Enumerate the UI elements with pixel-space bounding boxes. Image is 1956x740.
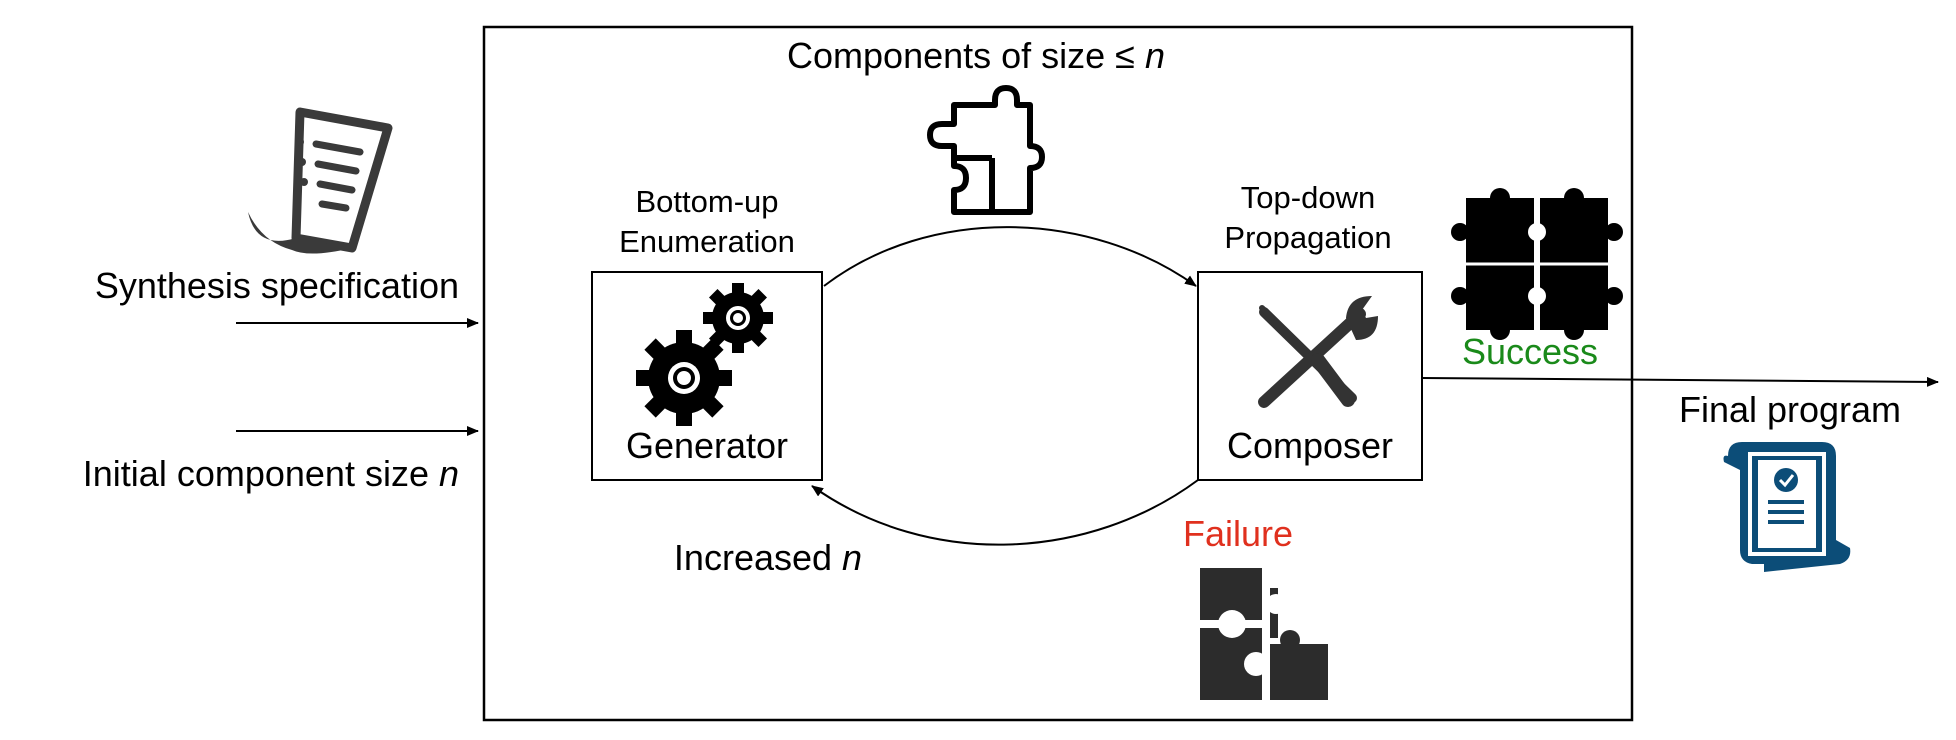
composer-label: Composer (1226, 425, 1394, 466)
composer-title-line1: Top-down (1240, 180, 1376, 215)
final-program-label: Final program (1678, 389, 1902, 430)
composer-box (1197, 271, 1423, 481)
success-label: Success (1461, 331, 1599, 372)
increased-n-label: Increased n (673, 537, 863, 578)
synthesis-specification-label: Synthesis specification (94, 265, 459, 306)
puzzle-piece-outline-icon (927, 85, 1045, 215)
generator-label: Generator (625, 425, 789, 466)
output-arrow (1421, 376, 1939, 387)
puzzle-failure-icon (1200, 568, 1328, 700)
certified-program-icon (1723, 442, 1851, 572)
increased-n-arrow (811, 479, 1199, 546)
composer-title-line2: Propagation (1224, 220, 1392, 255)
components-of-size-label: Components of size ≤ n (787, 35, 1165, 76)
tools-icon (1258, 296, 1378, 408)
specification-document-icon (248, 107, 393, 254)
generator-title-line2: Enumeration (619, 224, 795, 259)
gears-icon (636, 283, 773, 426)
generator-box (591, 271, 823, 481)
synthesizer-frame (482, 25, 1634, 722)
failure-label: Failure (1182, 513, 1294, 554)
generator-title-line1: Bottom-up (635, 184, 779, 219)
components-arrow (823, 226, 1197, 287)
initial-component-size-label: Initial component size n (82, 453, 459, 494)
puzzle-solved-icon (1451, 188, 1623, 340)
